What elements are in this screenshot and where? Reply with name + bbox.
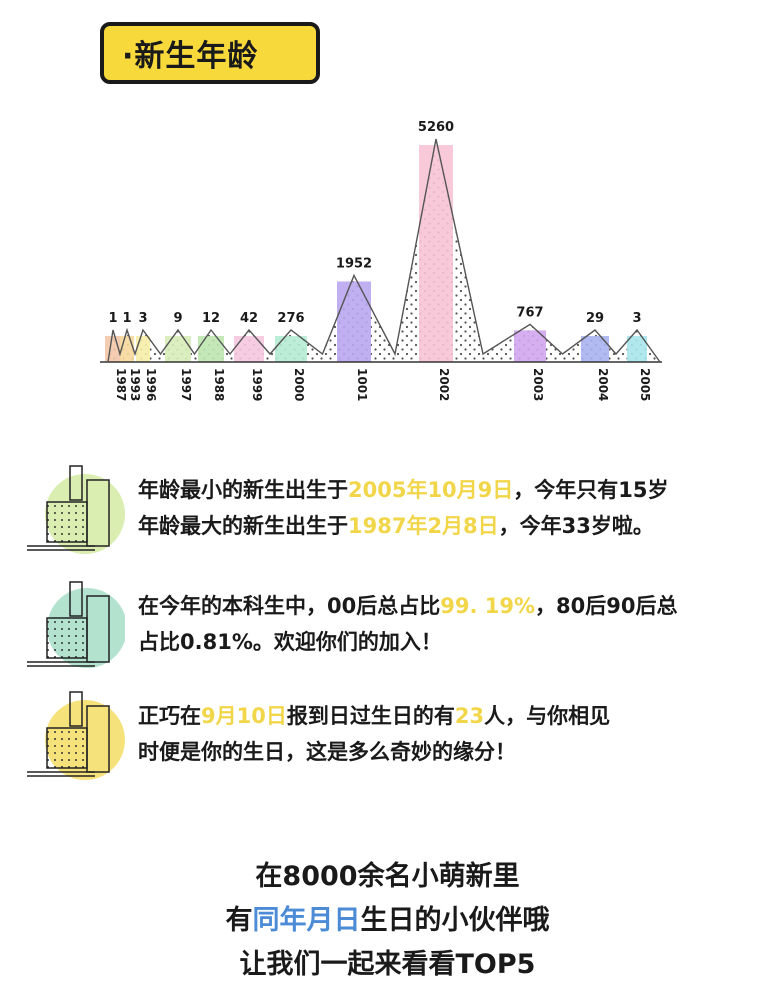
tick-label-1999: 1999 [250,368,264,401]
stat-highlight: 1987年2月8日 [348,514,499,538]
stat-segment: ，今年只有15岁 [513,478,669,502]
bar-2005 [627,336,647,362]
stat-segment: 人，与你相见 [484,704,611,728]
footer-line-3: 让我们一起来看看TOP5 [239,949,536,980]
stat-highlight: 2005年10月9日 [348,478,514,502]
stat-birthday-match: 正巧在9月10日报到日过生日的有23人，与你相见 时便是你的生日，这是多么奇妙的… [25,688,765,788]
notebook-icon [27,691,125,780]
stat-text: 正巧在9月10日报到日过生日的有23人，与你相见 时便是你的生日，这是多么奇妙的… [138,698,763,770]
stat-segment: ，今年33岁啦。 [498,514,654,538]
stat-line: 年龄最大的新生出生于1987年2月8日，今年33岁啦。 [138,508,763,544]
stat-post00-ratio: 在今年的本科生中，00后总占比99. 19%，80后90后总 占比0.81%。欢… [25,578,765,678]
value-label-2005: 3 [632,311,641,326]
footer-line-1: 在8000余名小萌新里 [255,861,520,892]
stat-text: 年龄最小的新生出生于2005年10月9日，今年只有15岁 年龄最大的新生出生于1… [138,472,763,544]
stat-segment: ，80后90后总 [535,594,678,618]
value-label-2003: 767 [516,305,543,320]
stat-highlight: 9月10日 [201,704,287,728]
stat-segment: 年龄最小的新生出生于 [138,478,348,502]
tick-label-1001: 1001 [355,368,369,401]
stat-line: 占比0.81%。欢迎你们的加入！ [138,624,763,660]
tick-label-2005: 2005 [638,368,652,401]
value-label-1999: 42 [240,311,258,326]
footer-line-2: 有同年月日生日的小伙伴哦 [0,899,775,943]
tick-label-1987: 1987 [114,368,128,401]
section-title: ·新生年龄 [100,22,320,84]
notebook-icon [27,581,125,668]
section-title-text: ·新生年龄 [122,39,259,74]
tick-label-2004: 2004 [596,368,610,401]
footer-callout: 在8000余名小萌新里 有同年月日生日的小伙伴哦 让我们一起来看看TOP5 [0,855,775,987]
bar-2000 [275,336,307,362]
bar-2004 [581,336,609,362]
value-label-2004: 29 [586,311,604,326]
bar-1001 [337,281,371,362]
value-label-1997: 9 [173,311,182,326]
stat-segment: 占比0.81%。欢迎你们的加入！ [138,630,442,654]
value-label-1001: 1952 [336,256,372,271]
stat-youngest-oldest: 年龄最小的新生出生于2005年10月9日，今年只有15岁 年龄最大的新生出生于1… [25,462,765,562]
stat-highlight: 99. 19% [440,594,536,618]
value-label-1993: 1 [122,311,131,326]
value-label-2000: 276 [277,311,304,326]
stat-text: 在今年的本科生中，00后总占比99. 19%，80后90后总 占比0.81%。欢… [138,588,763,660]
value-label-2002: 5260 [418,120,454,135]
bar-2003 [514,330,546,362]
notebook-icon [27,465,125,554]
value-label-1988: 12 [202,311,220,326]
stat-line: 在今年的本科生中，00后总占比99. 19%，80后90后总 [138,588,763,624]
footer-line-2-pre: 有 [225,905,253,936]
stat-segment: 报到日过生日的有 [286,704,455,728]
bar-1988 [198,336,224,362]
tick-label-2000: 2000 [292,368,306,401]
value-label-1996: 3 [138,311,147,326]
footer-highlight: 同年月日 [252,905,361,936]
stat-segment: 在今年的本科生中，00后总占比 [138,594,441,618]
stat-line: 时便是你的生日，这是多么奇妙的缘分！ [138,734,763,770]
stat-highlight: 23 [454,704,485,728]
bar-1997 [165,336,191,362]
tick-label-1988: 1988 [212,368,226,401]
trend-line [107,138,661,363]
tick-label-1996: 1996 [144,368,158,401]
stat-segment: 年龄最大的新生出生于 [138,514,348,538]
stat-line: 年龄最小的新生出生于2005年10月9日，今年只有15岁 [138,472,763,508]
tick-label-1993: 1993 [128,368,142,401]
value-label-1987: 1 [108,311,117,326]
stat-segment: 正巧在 [138,704,201,728]
tick-label-2002: 2002 [437,368,451,401]
footer-line-2-post: 生日的小伙伴哦 [360,905,550,936]
tick-label-1997: 1997 [179,368,193,401]
bar-1999 [234,336,264,362]
stat-line: 正巧在9月10日报到日过生日的有23人，与你相见 [138,698,763,734]
bar-1996 [136,336,150,362]
dotted-area-fill [108,139,660,362]
bar-2002 [419,145,453,362]
stat-segment: 时便是你的生日，这是多么奇妙的缘分！ [138,740,516,764]
tick-label-2003: 2003 [531,368,545,401]
